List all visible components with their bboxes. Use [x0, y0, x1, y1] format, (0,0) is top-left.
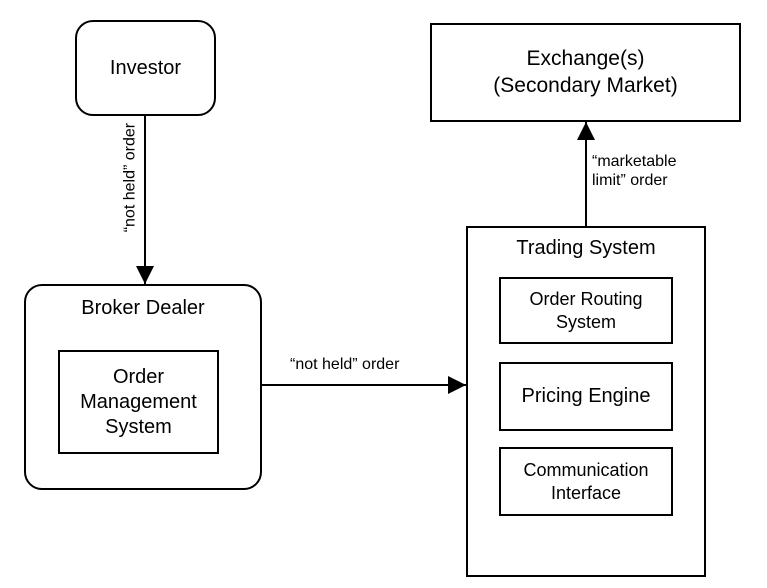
broker-dealer-label: Broker Dealer: [81, 297, 205, 319]
trading-system-label: Trading System: [516, 237, 656, 259]
investor-node: Investor: [75, 20, 216, 116]
exchange-node: Exchange(s) (Secondary Market): [430, 23, 741, 122]
order-management-system-label: Order Management System: [80, 365, 197, 438]
order-routing-system-node: Order Routing System: [499, 277, 673, 344]
investor-label: Investor: [109, 56, 182, 79]
order-management-system-node: Order Management System: [58, 350, 219, 454]
communication-interface-node: Communication Interface: [499, 447, 673, 516]
pricing-engine-label: Pricing Engine: [521, 385, 651, 407]
edge-label-investor-to-broker: “not held” order: [121, 122, 139, 233]
pricing-engine-node: Pricing Engine: [499, 362, 673, 431]
exchange-label: Exchange(s) (Secondary Market): [493, 47, 678, 97]
edge-label-broker-to-trading: “not held” order: [290, 356, 400, 373]
communication-interface-label: Communication Interface: [523, 460, 649, 503]
order-routing-system-label: Order Routing System: [529, 289, 643, 332]
edge-label-trading-to-exchange: “marketable limit” order: [592, 153, 677, 190]
